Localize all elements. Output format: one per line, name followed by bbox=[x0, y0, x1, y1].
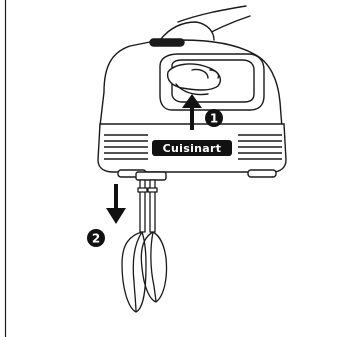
speed-control-slider bbox=[150, 39, 184, 46]
foot-right bbox=[248, 170, 276, 177]
step-1-number: 1 bbox=[210, 112, 218, 126]
brand-logo-text: Cuisinart bbox=[163, 142, 222, 155]
step-2-badge: 2 bbox=[87, 229, 105, 247]
step-2-number: 2 bbox=[92, 232, 100, 246]
beater-sockets bbox=[136, 172, 166, 180]
beaters bbox=[122, 180, 167, 312]
step-1-badge: 1 bbox=[205, 109, 223, 127]
beater-left-inner bbox=[133, 232, 142, 312]
step-2-arrow-down-icon bbox=[106, 184, 126, 224]
brand-plate: Cuisinart bbox=[152, 140, 232, 156]
beater-right-inner bbox=[151, 232, 156, 302]
